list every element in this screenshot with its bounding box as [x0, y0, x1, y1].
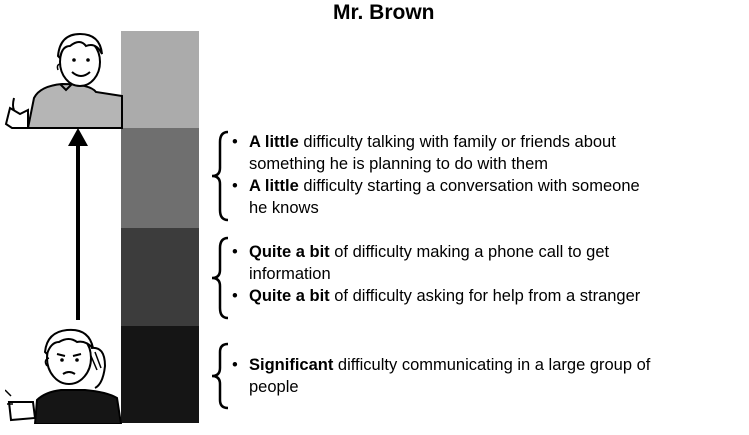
level-bar-darkest	[121, 326, 199, 423]
list-item: • Quite a bit of difficulty asking for h…	[232, 287, 641, 305]
list-item: • Significant difficulty communicating i…	[232, 356, 651, 396]
brace-group-1	[211, 130, 229, 222]
distressed-person-icon	[5, 328, 123, 424]
group-significant: • Significant difficulty communicating i…	[232, 354, 747, 398]
level-bar-light	[121, 128, 199, 228]
happy-person-thumbs-up-icon	[4, 32, 123, 129]
list-item: • Quite a bit of difficulty making a pho…	[232, 243, 610, 283]
list-item: • A little difficulty talking with famil…	[232, 133, 616, 173]
group-a-little: • A little difficulty talking with famil…	[232, 131, 747, 219]
level-bar-lightest	[121, 31, 199, 128]
page-title: Mr. Brown	[333, 1, 435, 24]
brace-group-2	[211, 236, 229, 320]
up-arrow-icon	[68, 128, 88, 320]
brace-group-3	[211, 342, 229, 410]
level-bar-dark	[121, 228, 199, 326]
list-item: • A little difficulty starting a convers…	[232, 177, 640, 217]
group-quite-a-bit: • Quite a bit of difficulty making a pho…	[232, 241, 747, 307]
